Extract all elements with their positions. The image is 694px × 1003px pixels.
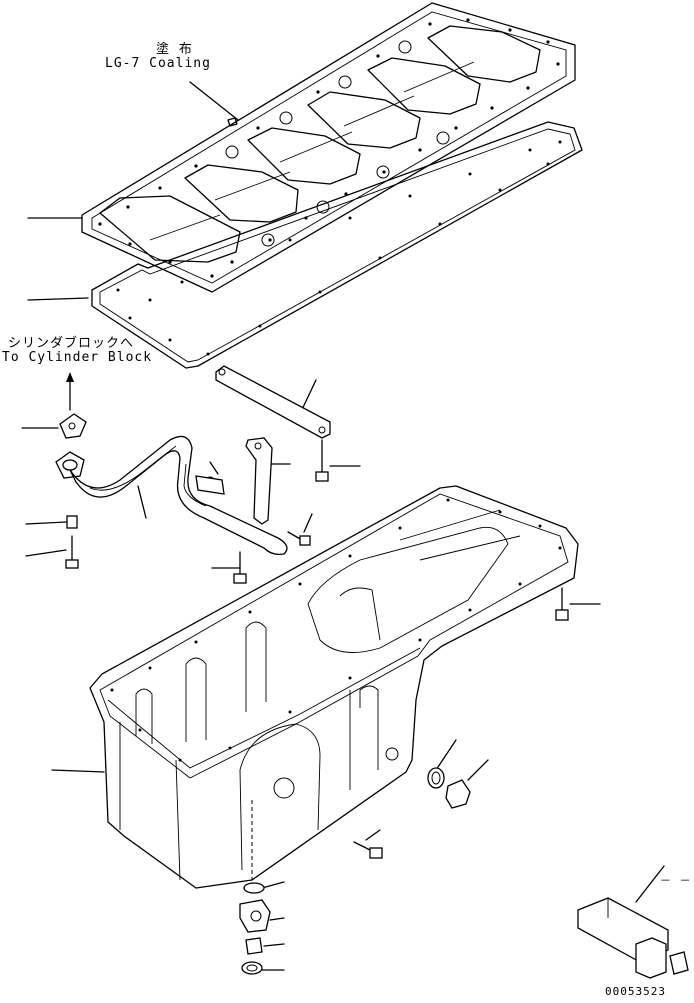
coating-label-jp: 塗 布 <box>156 42 193 57</box>
bolts <box>65 439 569 859</box>
oil-pan <box>89 485 579 889</box>
oil-pan-gasket <box>91 121 583 369</box>
direction-label-en: To Cylinder Block <box>2 350 153 365</box>
drain-parts <box>239 767 471 975</box>
detail-tool <box>577 897 689 979</box>
up-arrow <box>66 372 74 411</box>
bracket <box>215 365 331 525</box>
suction-pipe <box>55 413 288 556</box>
direction-label-jp: シリンダブロックへ <box>8 336 135 351</box>
coating-label-en: LG-7 Coaling <box>105 56 211 71</box>
drawing-number: 00053523 <box>605 985 666 998</box>
detail-callout: － － <box>660 874 692 887</box>
top-gasket-plate <box>81 2 576 293</box>
leader-lines <box>21 81 665 971</box>
